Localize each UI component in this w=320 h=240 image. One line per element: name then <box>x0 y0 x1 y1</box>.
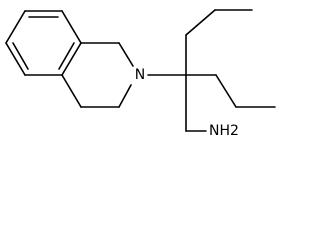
bond <box>215 74 237 108</box>
benzene-ring <box>5 10 82 76</box>
lower-propyl-chain <box>185 74 276 108</box>
bond <box>185 9 216 36</box>
chemical-structure: N NH2 <box>5 9 276 139</box>
amine-label: NH2 <box>209 123 239 139</box>
bond <box>61 42 82 76</box>
nitrogen-label: N <box>135 67 145 83</box>
bond <box>61 10 82 44</box>
bond <box>5 42 26 76</box>
aminomethyl-group <box>185 74 207 132</box>
bond <box>118 84 132 108</box>
upper-propyl-chain <box>185 9 253 76</box>
bond <box>118 42 134 67</box>
bond <box>61 74 82 108</box>
double-bond-inner <box>58 42 75 70</box>
bond <box>5 10 26 44</box>
double-bond-inner <box>12 42 29 70</box>
piperidine-ring <box>61 42 134 108</box>
